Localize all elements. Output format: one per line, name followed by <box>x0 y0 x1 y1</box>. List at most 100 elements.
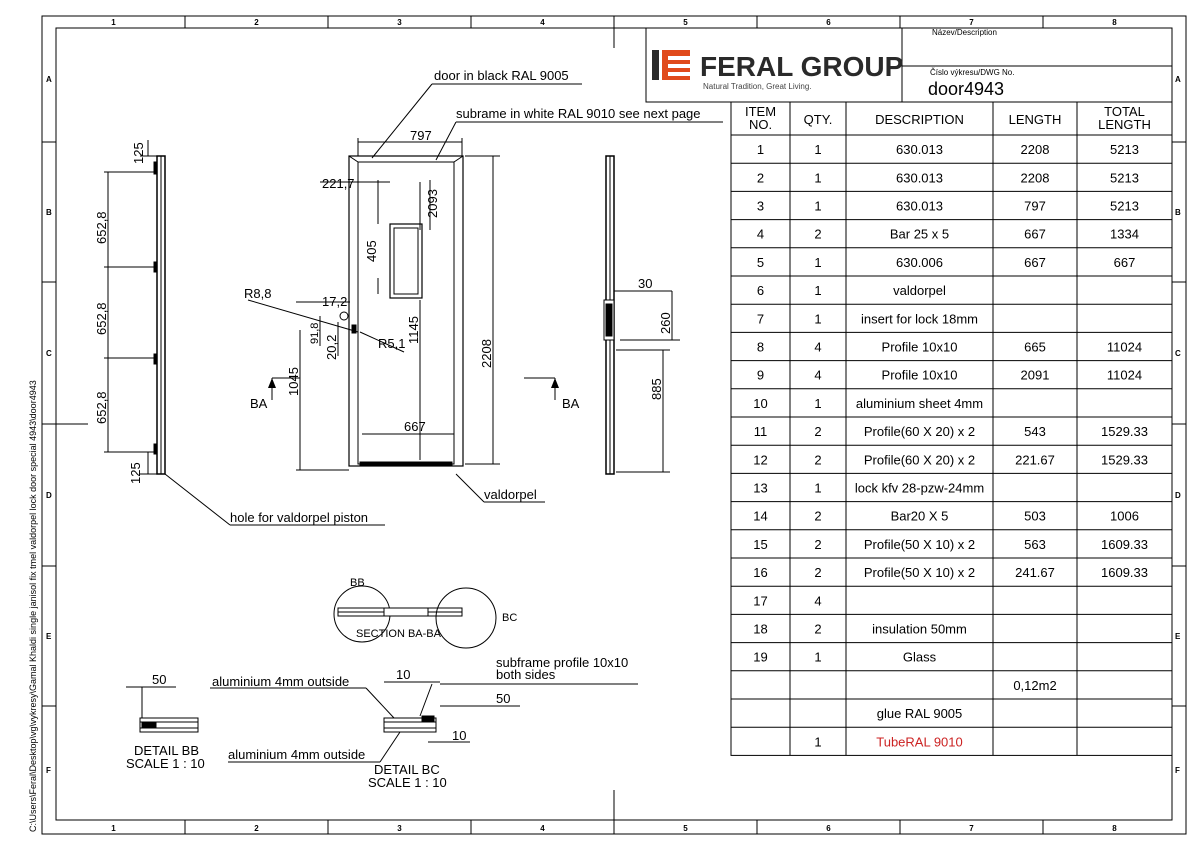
bom-cell-description: Glass <box>903 650 937 665</box>
section-ba-ba <box>333 585 497 649</box>
dim-50-bb: 50 <box>152 672 166 687</box>
zone-row-left: E <box>46 632 52 641</box>
bom-cell-qty: 4 <box>814 368 821 383</box>
bom-header-length: LENGTH <box>1009 112 1062 127</box>
bom-cell-qty: 2 <box>814 227 821 242</box>
bom-cell-total: 1529.33 <box>1101 452 1148 467</box>
zone-row-right: D <box>1175 491 1181 500</box>
bom-cell-qty: 1 <box>814 142 821 157</box>
bom-header-qty: QTY. <box>804 112 833 127</box>
logo-tagline: Natural Tradition, Great Living. <box>703 82 812 91</box>
zone-row-left: A <box>46 75 52 84</box>
dim-260: 260 <box>658 312 673 334</box>
bom-cell-item: 15 <box>753 537 767 552</box>
dim-652-8-a: 652,8 <box>94 211 109 244</box>
label-subframe-profile: subframe profile 10x10 <box>496 655 628 670</box>
bom-cell-total: 11024 <box>1107 340 1142 355</box>
bom-cell-total: 667 <box>1114 255 1136 270</box>
name-label: Název/Description <box>932 28 997 37</box>
bom-cell-description: Profile 10x10 <box>882 368 958 383</box>
bom-cell-item: 17 <box>753 593 767 608</box>
bom-cell-item: 6 <box>757 283 764 298</box>
zone-row-right: A <box>1175 75 1181 84</box>
bom-cell-total: 5213 <box>1110 142 1139 157</box>
bom-cell-description: 630.006 <box>896 255 943 270</box>
bom-cell-length: 221.67 <box>1015 452 1055 467</box>
bom-cell-length: 563 <box>1024 537 1046 552</box>
bom-cell-description: lock kfv 28-pzw-24mm <box>855 481 984 496</box>
dim-1045: 1045 <box>286 367 301 396</box>
bom-cell-total: 1006 <box>1110 509 1139 524</box>
bom-cell-item: 4 <box>757 227 764 242</box>
bom-cell-description: 630.013 <box>896 170 943 185</box>
bom-cell-item: 12 <box>753 452 767 467</box>
bom-cell-item: 2 <box>757 170 764 185</box>
bom-cell-length: 797 <box>1024 199 1046 214</box>
company-logo: FERAL GROUP Natural Tradition, Great Liv… <box>652 50 903 91</box>
dim-405: 405 <box>364 240 379 262</box>
bom-cell-item: 7 <box>757 311 764 326</box>
zone-col-bottom: 5 <box>683 824 688 833</box>
bom-cell-qty: 4 <box>814 593 821 608</box>
label-hole-piston: hole for valdorpel piston <box>230 510 368 525</box>
zone-col-top: 8 <box>1112 18 1117 27</box>
bom-cell-item: 3 <box>757 199 764 214</box>
zone-col-top: 3 <box>397 18 402 27</box>
right-side-view <box>603 155 680 475</box>
bom-cell-length: 0,12m2 <box>1013 678 1056 693</box>
bom-cell-item: 13 <box>753 481 767 496</box>
bom-cell-total: 1609.33 <box>1101 565 1148 580</box>
bom-cell-total: 1334 <box>1110 227 1139 242</box>
label-bb: BB <box>350 577 365 589</box>
zone-col-bottom: 2 <box>254 824 259 833</box>
zone-row-left: C <box>46 349 52 358</box>
zone-row-left: D <box>46 491 52 500</box>
bom-cell-qty: 2 <box>814 622 821 637</box>
dwg-number: door4943 <box>928 79 1004 99</box>
bom-cell-qty: 1 <box>814 170 821 185</box>
label-detail-bb-scale: SCALE 1 : 10 <box>126 756 205 771</box>
bom-cell-length: 2208 <box>1021 142 1050 157</box>
bom-cell-qty: 4 <box>814 340 821 355</box>
bom-cell-description: 630.013 <box>896 199 943 214</box>
bom-cell-item: 19 <box>753 650 767 665</box>
bom-cell-length: 503 <box>1024 509 1046 524</box>
zone-col-top: 2 <box>254 18 259 27</box>
logo-mark-dark <box>652 50 659 80</box>
zone-col-top: 4 <box>540 18 545 27</box>
arrow-ba-right <box>551 378 559 388</box>
bom-cell-item: 16 <box>753 565 767 580</box>
bom-cell-total: 5213 <box>1110 199 1139 214</box>
label-detail-bb: DETAIL BB <box>134 743 199 758</box>
dim-r5-1: R5,1 <box>378 336 405 351</box>
bom-cell-item: 14 <box>753 509 767 524</box>
bom-cell-qty: 1 <box>814 283 821 298</box>
dim-1145: 1145 <box>406 316 421 344</box>
dim-2208: 2208 <box>479 339 494 368</box>
zone-col-bottom: 7 <box>969 824 974 833</box>
dim-885: 885 <box>649 378 664 400</box>
bom-cell-qty: 1 <box>814 650 821 665</box>
bom-cell-description: Bar20 X 5 <box>891 509 949 524</box>
zone-col-bottom: 8 <box>1112 824 1117 833</box>
label-ba-left: BA <box>250 396 268 411</box>
bom-cell-length: 241.67 <box>1015 565 1055 580</box>
bom-cell-description: aluminium sheet 4mm <box>856 396 983 411</box>
zone-col-bottom: 1 <box>111 824 116 833</box>
dim-652-8-b: 652,8 <box>94 302 109 335</box>
dim-20-2: 20,2 <box>324 335 339 360</box>
dim-667-front: 667 <box>404 419 426 434</box>
bom-cell-description: Profile(60 X 20) x 2 <box>864 452 975 467</box>
bom-cell-qty: 2 <box>814 565 821 580</box>
label-subframe-white: subrame in white RAL 9010 see next page <box>456 106 701 121</box>
bom-cell-length: 665 <box>1024 340 1046 355</box>
label-detail-bc-scale: SCALE 1 : 10 <box>368 775 447 790</box>
detail-bb <box>126 686 199 733</box>
zone-col-bottom: 4 <box>540 824 545 833</box>
bom-cell-item: 11 <box>754 424 768 439</box>
bom-cell-description: 630.013 <box>896 142 943 157</box>
dwg-label: Číslo výkresu/DWG No. <box>930 68 1014 77</box>
